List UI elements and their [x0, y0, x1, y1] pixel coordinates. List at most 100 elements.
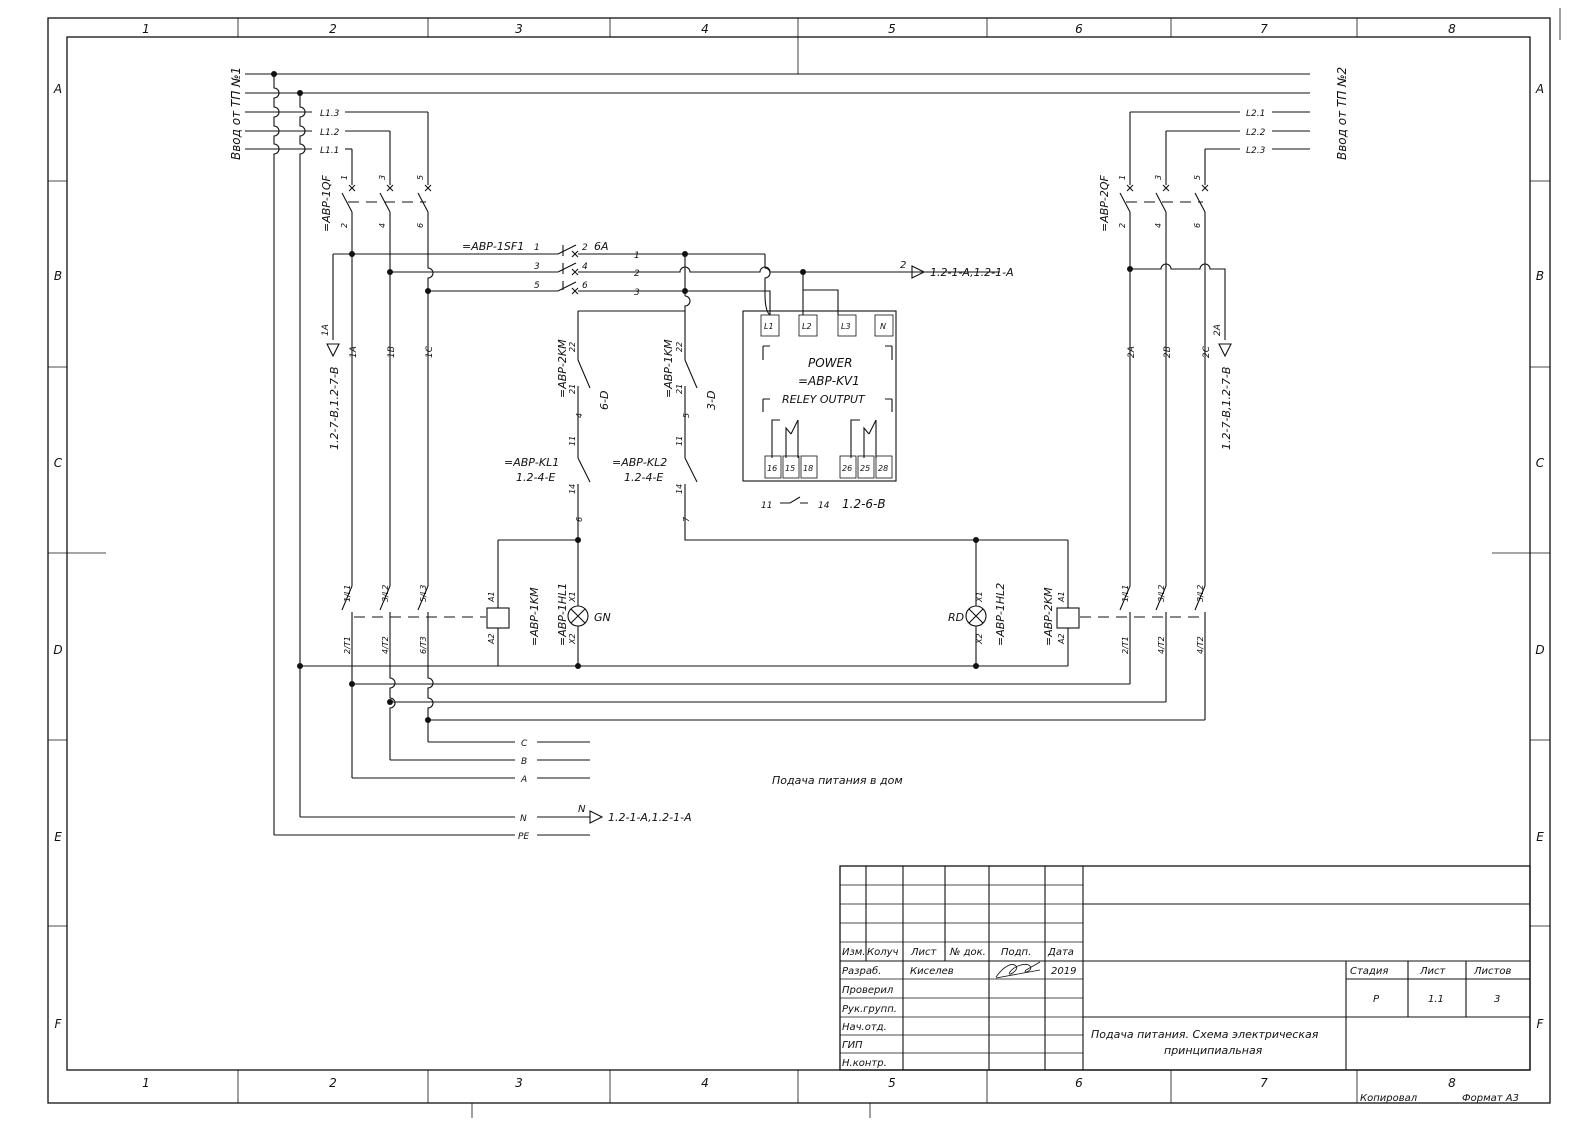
- row-label-right: D: [1535, 643, 1544, 657]
- left-phase-bus: 1A 1.2-7-B,1.2-7-B 1A 1B 1C 2A 2B 2C: [321, 251, 1212, 586]
- tb-hdr: № док.: [949, 947, 986, 958]
- km2-pin: 4/T2: [1196, 636, 1205, 654]
- km1-pin: 3/L2: [381, 585, 390, 602]
- aux-breaker-pin: 6: [582, 281, 588, 291]
- tb-year: 2019: [1051, 966, 1076, 977]
- breaker1-tag: =АВР-1QF: [320, 174, 333, 232]
- row-label-right: A: [1535, 82, 1544, 96]
- row-label-left: E: [54, 830, 62, 844]
- km2-pin: 2/T1: [1121, 636, 1130, 654]
- aux-wire: 1: [634, 251, 640, 261]
- tb-stage-val: 3: [1494, 994, 1500, 1005]
- relay-terminal-bottom: 18: [803, 464, 813, 473]
- interlock1-ref: 6-D: [598, 391, 611, 410]
- feeder-l2-label: L2.3: [1246, 146, 1266, 156]
- tb-stage-val: Р: [1373, 994, 1380, 1005]
- tb-role: Проверил: [842, 985, 894, 996]
- hl2-tag: =АВР-1HL2: [994, 583, 1007, 646]
- breaker1-pin: 2: [340, 223, 349, 228]
- tb-role: ГИП: [842, 1040, 863, 1051]
- control-branch-1: =АВР-2KM 22 21 6-D 4 11 14 =АВР-KL1 1.2-…: [504, 254, 1068, 541]
- feeder-l1-label: L1.2: [320, 128, 340, 138]
- wire-tag: 7: [682, 516, 691, 522]
- row-label-right: F: [1537, 1017, 1545, 1031]
- hl1-pin: X2: [568, 633, 577, 645]
- right-wire-tag: 2A: [1127, 346, 1137, 358]
- output-bus: C B A N PE N 1.2-1-A,1.2-1-A Подача пита…: [274, 739, 903, 842]
- km1-pin: 6/T3: [419, 636, 428, 654]
- left-arrow-tag: 1A: [321, 324, 331, 336]
- km1-pin: 2/T1: [343, 636, 352, 654]
- copied-label: Копировал: [1360, 1093, 1418, 1104]
- tb-role: Рук.групп.: [842, 1004, 897, 1015]
- km2-tag: =АВР-2KM: [1042, 587, 1055, 646]
- input2-label: Ввод от ТП №2: [1335, 67, 1349, 160]
- bus-label: A: [520, 775, 527, 785]
- hl1-pin: X1: [568, 591, 577, 603]
- relay-terminal: N: [880, 322, 886, 331]
- aux-wire: 2: [634, 269, 640, 279]
- aux-breaker-pin: 3: [534, 262, 540, 272]
- km1-tag: =АВР-1KM: [528, 587, 541, 646]
- wire-tag: 5: [682, 413, 691, 418]
- tb-title: принципиальная: [1164, 1044, 1263, 1057]
- tb-role: Н.контр.: [842, 1058, 887, 1069]
- tb-stage-hdr: Стадия: [1350, 966, 1388, 977]
- feeder-l1-label: L1.3: [320, 109, 340, 119]
- km2-coil-pin: A1: [1057, 591, 1066, 603]
- interlock1-tag: =АВР-2KM: [556, 339, 569, 398]
- n-ref: 1.2-1-A,1.2-1-A: [608, 811, 692, 824]
- lamp-hl2-icon: [965, 605, 987, 627]
- tb-title: Подача питания. Схема электрическая: [1091, 1028, 1319, 1041]
- breaker-1qf: =АВР-1QF 1 3 5 2 4 6: [320, 174, 432, 254]
- col-label-bottom: 6: [1075, 1076, 1083, 1090]
- kl2-pin: 11: [675, 436, 684, 446]
- tb-hdr: Дата: [1047, 947, 1074, 958]
- breaker1-pin: 3: [378, 175, 387, 180]
- out2-num: 2: [900, 260, 906, 271]
- kl2-tag: =АВР-KL2: [612, 456, 667, 469]
- signature-icon: [995, 961, 1041, 979]
- breaker2-pin: 3: [1154, 175, 1163, 180]
- row-label-left: C: [54, 456, 63, 470]
- tb-hdr: Лист: [910, 947, 938, 958]
- relay-terminal: L1: [764, 322, 774, 331]
- hl1-color: GN: [594, 611, 611, 624]
- col-label-bottom: 4: [701, 1076, 709, 1090]
- left-wire-tag: 1B: [387, 346, 397, 358]
- interlock2-ref: 3-D: [705, 391, 718, 410]
- aux-breaker-rating: 6A: [594, 240, 609, 253]
- breaker1-pin: 4: [378, 223, 387, 228]
- interlock1-pin: 22: [568, 342, 577, 352]
- km2-pin: 3/L2: [1196, 585, 1205, 602]
- breaker2-pin: 5: [1193, 175, 1202, 180]
- km1-pin: 1/L1: [343, 585, 352, 602]
- relay-contact-b: 14: [818, 501, 830, 511]
- contactor-km2: 1/L1 3/L2 3/L2 2/T1 4/T2 4/T2 A1 A2 =АВР…: [349, 537, 1206, 723]
- col-label-top: 7: [1260, 22, 1268, 36]
- relay-terminal-bottom: 15: [785, 464, 795, 473]
- caption: Подача питания в дом: [772, 774, 903, 787]
- input1-label: Ввод от ТП №1: [229, 67, 243, 160]
- lamp-hl1-icon: [567, 605, 589, 627]
- row-label-right: E: [1536, 830, 1544, 844]
- output-ref-2: 2 1.2-1-A,1.2-1-A: [900, 260, 1014, 279]
- col-label-bottom: 2: [329, 1076, 337, 1090]
- tb-hdr: Подп.: [1001, 947, 1031, 958]
- n-num: N: [578, 804, 586, 815]
- row-label-right: C: [1536, 456, 1545, 470]
- left-wire-tag: 1A: [349, 346, 359, 358]
- input-feeder-2: Ввод от ТП №2 L2.1 L2.2 L2.3: [1129, 67, 1349, 175]
- interlock2-pin: 22: [675, 342, 684, 352]
- breaker2-pin: 2: [1118, 223, 1127, 228]
- feeder-l2-label: L2.1: [1246, 109, 1265, 119]
- contactor-km1: 1/L1 3/L2 5/L3 2/T1 4/T2 6/T3 A1 A2 =АВР…: [297, 537, 1068, 778]
- breaker2-tag: =АВР-2QF: [1098, 174, 1111, 232]
- relay-line3: RELEY OUTPUT: [782, 393, 866, 406]
- right-ref: 1.2-7-B,1.2-7-B: [1220, 367, 1233, 450]
- ref-arrow-right: [1218, 343, 1232, 358]
- km2-pin: 3/L2: [1157, 585, 1166, 602]
- drawing-frame: 1 2 3 4 5 6 7 8 1 2 3 4 5 6 7 8 A B C D …: [47, 8, 1561, 1118]
- col-label-top: 1: [142, 22, 150, 36]
